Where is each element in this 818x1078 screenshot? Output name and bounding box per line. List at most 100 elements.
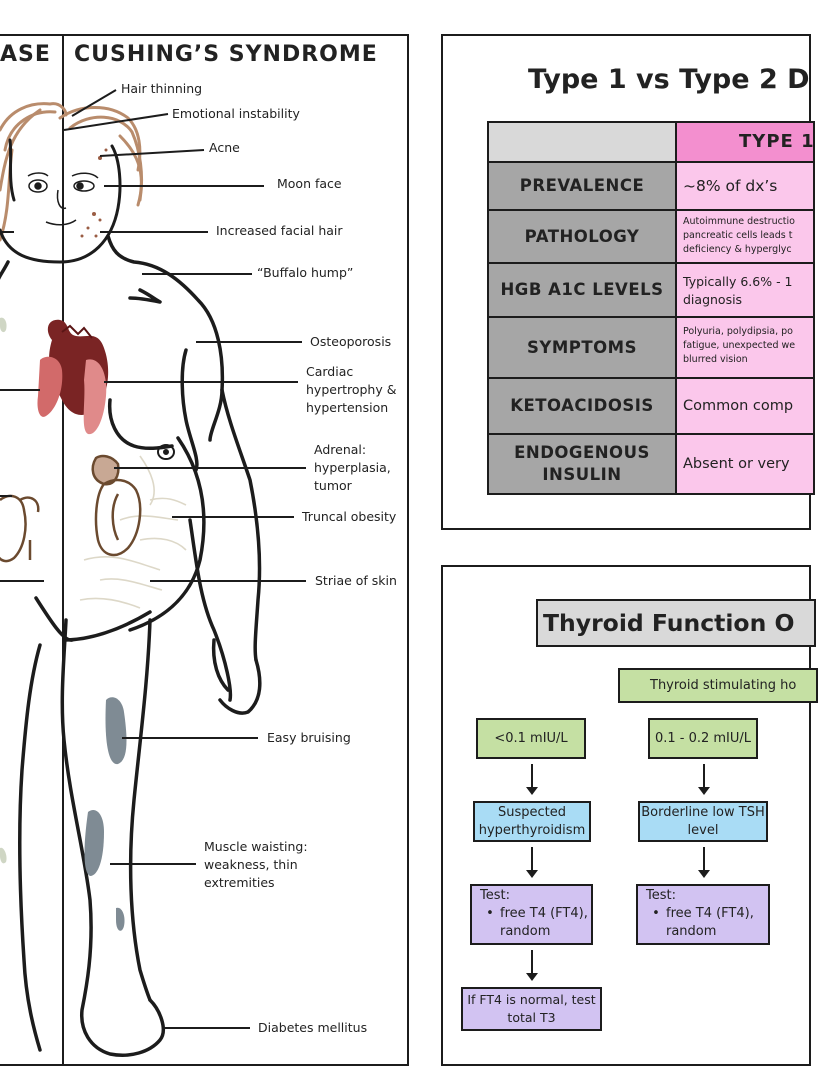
left-side-marks-icon <box>0 317 7 864</box>
cell-endogenous-insulin-text: Absent or very <box>683 456 790 472</box>
type1-column-header: TYPE 1 <box>675 121 815 163</box>
table-corner-cell <box>487 121 677 163</box>
arrow-2a-head <box>698 787 710 795</box>
heart-icon <box>37 319 109 435</box>
test-box-2-item-line2: random <box>666 924 717 939</box>
row-head-endogenous-line2: INSULIN <box>542 465 622 484</box>
followup-box-1: If FT4 is normal, test total T3 <box>461 987 602 1031</box>
left-panel-title-fragment: ASE <box>0 42 51 67</box>
label-emotional-instability: Emotional instability <box>172 106 300 121</box>
row-head-endogenous-line1: ENDOGENOUS <box>514 443 650 462</box>
cell-symptoms-line1: Polyuria, polydipsia, po <box>683 326 793 337</box>
arrow-1a <box>531 764 533 787</box>
cushings-title: CUSHING’S SYNDROME <box>74 42 378 67</box>
range-box-1: <0.1 mIU/L <box>476 718 586 759</box>
arrow-1c-head <box>526 973 538 981</box>
followup-box-1-line1: If FT4 is normal, test <box>467 992 596 1007</box>
label-cardiac-line3: hypertension <box>306 400 389 415</box>
label-increased-facial-hair: Increased facial hair <box>216 223 343 238</box>
bullet-icon: • <box>652 906 660 921</box>
type1-column-header-label: TYPE 1 <box>739 131 815 152</box>
row-head-pathology: PATHOLOGY <box>487 209 677 264</box>
label-moon-face: Moon face <box>277 176 342 191</box>
bruise-icon <box>84 697 127 931</box>
kidney-adrenal-icon <box>91 454 142 557</box>
row-head-ketoacidosis: KETOACIDOSIS <box>487 377 677 435</box>
test-box-2: Test: •free T4 (FT4), random <box>636 884 770 945</box>
row-head-hgb-a1c-label: HGB A1C LEVELS <box>500 280 664 299</box>
suspect-box-1: Suspected hyperthyroidism <box>473 801 591 842</box>
label-cardiac-line2: hypertrophy & <box>306 382 397 397</box>
suspect-box-2-line2: level <box>687 823 719 838</box>
label-adrenal-line3: tumor <box>314 478 352 493</box>
callout-lines-icon <box>0 89 306 1029</box>
cell-hgb-a1c-line2: diagnosis <box>683 292 743 307</box>
test-box-1-item: • free T4 (FT4), <box>480 905 591 923</box>
cell-ketoacidosis-text: Common comp <box>683 398 794 414</box>
cell-symptoms-line2: fatigue, unexpected we <box>683 340 796 351</box>
diabetes-title: Type 1 vs Type 2 D <box>528 64 810 95</box>
test-box-2-item-line1: free T4 (FT4), <box>666 906 754 921</box>
label-easy-bruising: Easy bruising <box>267 730 351 745</box>
row-head-prevalence: PREVALENCE <box>487 161 677 211</box>
label-truncal-obesity: Truncal obesity <box>302 509 397 524</box>
cell-pathology-line1: Autoimmune destructio <box>683 216 795 227</box>
label-cardiac-line1: Cardiac <box>306 364 354 379</box>
row-head-pathology-label: PATHOLOGY <box>524 227 640 246</box>
arrow-1b <box>531 847 533 870</box>
label-striae: Striae of skin <box>315 573 397 588</box>
acne-icon <box>80 148 108 238</box>
cell-endogenous-insulin: Absent or very <box>675 433 815 495</box>
label-adrenal-line1: Adrenal: <box>314 442 367 457</box>
label-buffalo-hump: “Buffalo hump” <box>257 265 354 280</box>
label-muscle-line1: Muscle waisting: <box>204 839 308 854</box>
cell-pathology-line3: deficiency & hyperglyc <box>683 244 792 255</box>
left-kidney-icon <box>0 494 40 563</box>
cell-prevalence: ~8% of dx’s <box>675 161 815 211</box>
cell-hgb-a1c-line1: Typically 6.6% - 1 <box>683 274 793 289</box>
suspect-box-1-line1: Suspected <box>497 805 566 820</box>
row-head-endogenous-insulin: ENDOGENOUS INSULIN <box>487 433 677 495</box>
cell-pathology: Autoimmune destructio pancreatic cells l… <box>675 209 815 264</box>
arrow-1b-head <box>526 870 538 878</box>
suspect-box-1-line2: hyperthyroidism <box>478 823 586 838</box>
body-illustration <box>0 89 306 1057</box>
torso-outline-icon <box>0 234 262 1057</box>
arrow-1c <box>531 950 533 973</box>
range-box-2: 0.1 - 0.2 mIU/L <box>648 718 758 759</box>
thyroid-title-box: Thyroid Function O <box>536 599 816 647</box>
panel-divider <box>62 34 64 1066</box>
cell-symptoms-line3: blurred vision <box>683 354 748 365</box>
cell-ketoacidosis: Common comp <box>675 377 815 435</box>
range-box-1-label: <0.1 mIU/L <box>494 731 568 746</box>
label-diabetes: Diabetes mellitus <box>258 1020 368 1035</box>
suspect-box-2: Borderline low TSH level <box>638 801 768 842</box>
test-box-1: Test: •free T4 (FT4), random <box>470 884 593 945</box>
nipple-icon <box>157 444 175 460</box>
row-head-prevalence-label: PREVALENCE <box>519 176 645 195</box>
striae-icon <box>79 455 187 609</box>
label-osteoporosis: Osteoporosis <box>310 334 392 349</box>
label-acne: Acne <box>209 140 240 155</box>
suspect-box-2-line1: Borderline low TSH <box>641 805 765 820</box>
followup-box-1-line2: total T3 <box>507 1010 556 1025</box>
hair-icon <box>0 102 144 242</box>
arrow-2b <box>703 847 705 870</box>
cell-symptoms: Polyuria, polydipsia, po fatigue, unexpe… <box>675 316 815 379</box>
label-muscle-line3: extremities <box>204 875 275 890</box>
cell-pathology-line2: pancreatic cells leads t <box>683 230 793 241</box>
row-head-hgb-a1c: HGB A1C LEVELS <box>487 262 677 318</box>
moon-face-icon <box>0 138 122 264</box>
label-adrenal-line2: hyperplasia, <box>314 460 391 475</box>
bullet-icon: • <box>486 906 494 921</box>
cell-prevalence-text: ~8% of dx’s <box>683 177 778 195</box>
cell-hgb-a1c: Typically 6.6% - 1 diagnosis <box>675 262 815 318</box>
face-features-icon <box>27 172 99 226</box>
tsh-box: Thyroid stimulating ho <box>618 668 818 703</box>
test-box-1-item-line1: free T4 (FT4), <box>500 906 588 921</box>
row-head-symptoms-label: SYMPTOMS <box>527 338 637 357</box>
row-head-symptoms: SYMPTOMS <box>487 316 677 379</box>
arrow-2b-head <box>698 870 710 878</box>
arrow-2a <box>703 764 705 787</box>
test-box-2-item: • free T4 (FT4), <box>646 905 768 923</box>
